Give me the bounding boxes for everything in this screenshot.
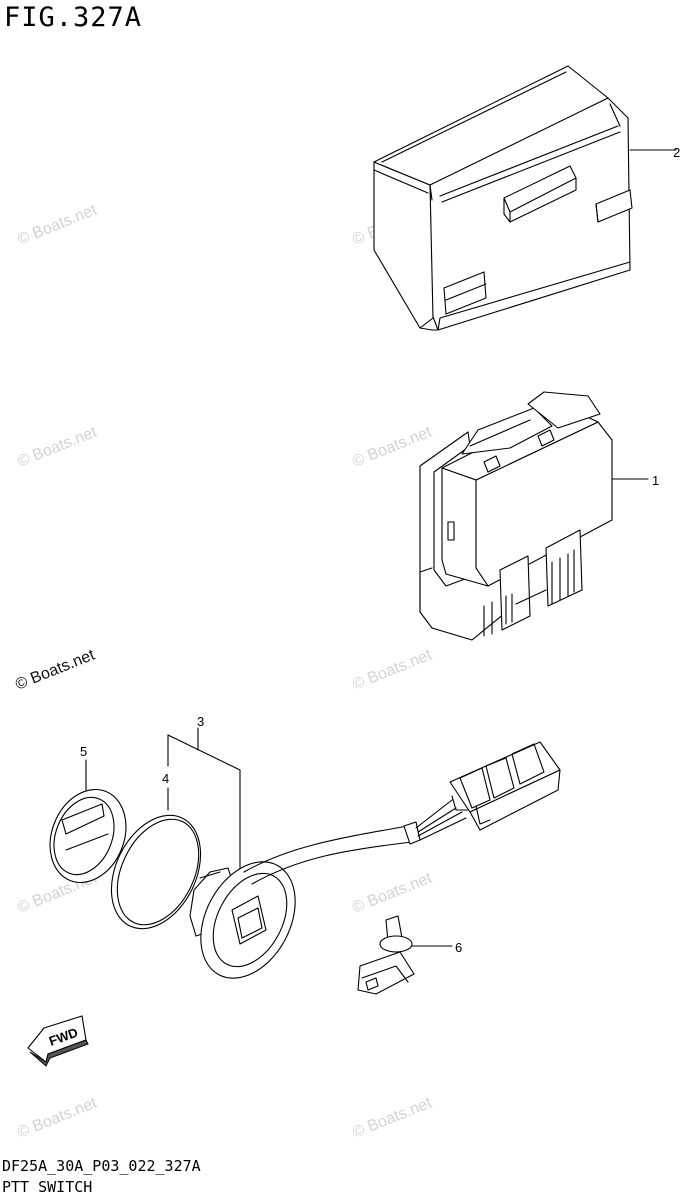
watermark: © Boats.net — [13, 646, 98, 693]
part-4-o-ring — [110, 814, 202, 930]
callout-4: 4 — [162, 771, 169, 786]
watermark-layer: © Boats.net © Boats.net © Boats.net © Bo… — [13, 201, 435, 1141]
watermark: © Boats.net — [350, 1094, 435, 1141]
part-6-clip — [357, 915, 415, 995]
part-5-retaining-nut — [49, 759, 127, 884]
fwd-arrow-icon: FWD — [27, 1015, 89, 1067]
watermark: © Boats.net — [15, 423, 100, 470]
callout-1: 1 — [652, 473, 659, 488]
part-1-relay-unit — [419, 391, 613, 641]
watermark: © Boats.net — [350, 646, 435, 693]
figure-code: DF25A_30A_P03_022_327A — [2, 1157, 201, 1175]
part-2-control-box — [373, 65, 633, 331]
callout-6: 6 — [455, 940, 462, 955]
figure-title: FIG.327A — [4, 2, 143, 33]
callout-3: 3 — [197, 714, 204, 729]
watermark: © Boats.net — [350, 869, 435, 916]
watermark: © Boats.net — [350, 423, 435, 470]
callout-5: 5 — [80, 744, 87, 759]
figure-name: PTT SWITCH — [2, 1178, 93, 1196]
watermark: © Boats.net — [15, 201, 100, 248]
watermark: © Boats.net — [15, 1094, 100, 1141]
part-3-ptt-switch-harness — [189, 741, 561, 979]
callout-2: 2 — [673, 145, 680, 160]
callout-bracket-3-4 — [167, 727, 241, 871]
